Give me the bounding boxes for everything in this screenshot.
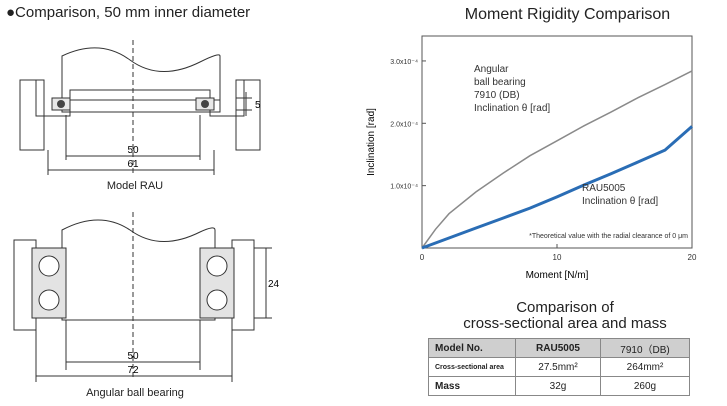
- rau-housing-left: [19, 79, 45, 151]
- table-row: Cross-sectional area 27.5mm² 264mm²: [428, 357, 690, 377]
- section-heading: ●Comparison, 50 mm inner diameter: [6, 4, 251, 21]
- rau-annotation-line: RAU5005: [582, 183, 626, 194]
- angular-annotation-line: Inclination θ [rad]: [474, 103, 550, 114]
- table-row: Mass 32g 260g: [428, 376, 690, 396]
- header-rau: RAU5005: [515, 338, 601, 358]
- comparison-title-line1: Comparison of: [516, 299, 614, 316]
- rau-roller-right: [201, 100, 209, 108]
- y-tick-label: 1.0x10⁻⁴: [390, 184, 418, 191]
- angular-shaft: [61, 219, 216, 321]
- angular-ball-2: [38, 289, 60, 311]
- cell-area-rau: 27.5mm²: [515, 357, 601, 377]
- table-header-row: Model No. RAU5005 7910（DB): [428, 338, 690, 358]
- angular-ball-3: [206, 255, 228, 277]
- x-tick-label: 0: [420, 253, 425, 262]
- series-angular-line: [421, 70, 693, 249]
- rau-diagram: 5 50 61: [19, 40, 261, 175]
- theoretical-note: *Theoretical value with the radial clear…: [529, 233, 688, 240]
- rau-roller-left: [57, 100, 65, 108]
- x-tick-label: 20: [688, 253, 697, 262]
- plot-frame: [421, 35, 693, 249]
- angular-annotation-line: Angular: [474, 64, 509, 75]
- x-axis-label: Moment [N/m]: [526, 270, 589, 281]
- angular-ball-4: [206, 289, 228, 311]
- cell-mass-angular: 260g: [600, 376, 690, 396]
- rau-housing-right: [235, 79, 261, 151]
- cell-mass-rau: 32g: [515, 376, 601, 396]
- x-tick-label: 10: [553, 253, 562, 262]
- chart-title: Moment Rigidity Comparison: [464, 6, 671, 23]
- cell-area-angular: 264mm²: [600, 357, 690, 377]
- header-angular: 7910（DB): [600, 338, 690, 358]
- rau-annotation-line: Inclination θ [rad]: [582, 196, 658, 207]
- rau-dim-outer: 61: [127, 159, 139, 170]
- row-label-area: Cross-sectional area: [428, 357, 516, 377]
- angular-diagram: 24 50 72: [13, 212, 280, 382]
- angular-annotation-line: 7910 (DB): [474, 90, 520, 101]
- y-tick-label: 3.0x10⁻⁴: [390, 59, 418, 66]
- angular-dim-inner: 50: [127, 351, 139, 362]
- rau-dim-inner: 50: [127, 145, 139, 156]
- row-label-mass: Mass: [428, 376, 516, 396]
- comparison-table: Model No. RAU5005 7910（DB) Cross-section…: [428, 338, 690, 396]
- angular-dim-outer: 72: [127, 365, 139, 376]
- rau-dim-height: 5: [255, 100, 261, 111]
- angular-caption: Angular ball bearing: [86, 387, 184, 399]
- angular-annotation-line: ball bearing: [474, 77, 526, 88]
- angular-ball-1: [38, 255, 60, 277]
- rau-caption: Model RAU: [106, 180, 164, 192]
- series-rau-line: [421, 125, 693, 250]
- rau-shaft: [61, 47, 221, 101]
- comparison-title-line2: cross-sectional area and mass: [463, 315, 667, 332]
- angular-dim-height: 24: [268, 279, 280, 290]
- header-model: Model No.: [428, 338, 516, 358]
- y-tick-label: 2.0x10⁻⁴: [390, 121, 418, 128]
- comparison-title: Comparison of cross-sectional area and m…: [430, 300, 700, 332]
- y-axis-label: Inclination [rad]: [366, 108, 377, 176]
